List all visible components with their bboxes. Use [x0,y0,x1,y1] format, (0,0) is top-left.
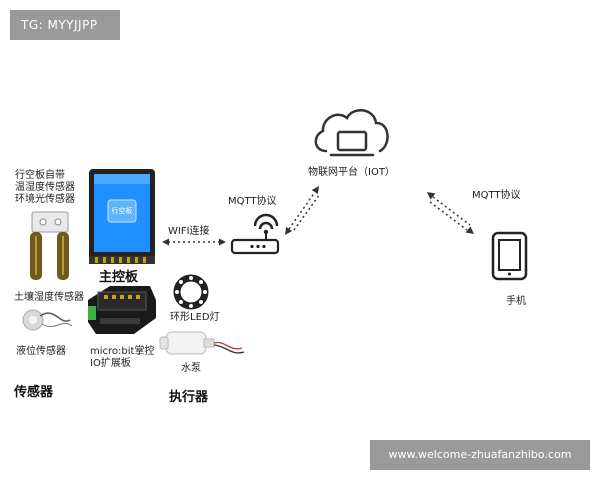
soil-sensor-image [30,211,69,280]
expansion-board-label: micro:bit掌控 IO扩展板 [90,346,154,370]
onboard-sensors-line-1: 行空板自带 [15,170,65,181]
level-sensor-label: 液位传感器 [16,346,66,357]
router-icon [230,213,280,255]
phone-label: 手机 [506,296,526,307]
soil-sensor-label: 土壤湿度传感器 [14,292,84,303]
mqtt-router-label: MQTT协议 [228,196,277,207]
onboard-sensors-line-3: 环境光传感器 [15,194,75,205]
level-sensor-image [22,309,73,331]
led-ring-label: 环形LED灯 [170,312,220,323]
watermark-bottom: www.welcome-zhuafanzhibo.com [370,440,590,470]
pump-image [159,331,245,355]
main-board-label: 主控板 [99,270,139,285]
mqtt-phone-label: MQTT协议 [472,190,521,201]
board-screen-label: 行空板 [111,207,133,215]
watermark-top: TG: MYYJJPP [10,10,120,40]
cloud-icon [314,109,389,157]
led-ring-image [173,274,209,310]
wifi-link-label: WIFI连接 [168,226,210,237]
expansion-line-2: IO扩展板 [90,358,131,369]
onboard-sensors-label: 行空板自带 温湿度传感器 环境光传感器 [15,170,75,206]
wifi-link-arrow [162,238,226,246]
onboard-sensors-line-2: 温湿度传感器 [15,182,75,193]
expansion-board-image [88,286,156,334]
expansion-line-1: micro:bit掌控 [90,346,155,357]
mqtt-phone-arrow [427,192,474,234]
pump-label: 水泵 [181,363,201,374]
phone-icon [491,231,528,281]
mqtt-router-arrow [285,186,321,235]
sensors-heading: 传感器 [14,385,54,400]
cloud-label: 物联网平台（IOT） [308,167,395,178]
main-board-image [89,169,155,264]
actuators-heading: 执行器 [169,390,209,405]
